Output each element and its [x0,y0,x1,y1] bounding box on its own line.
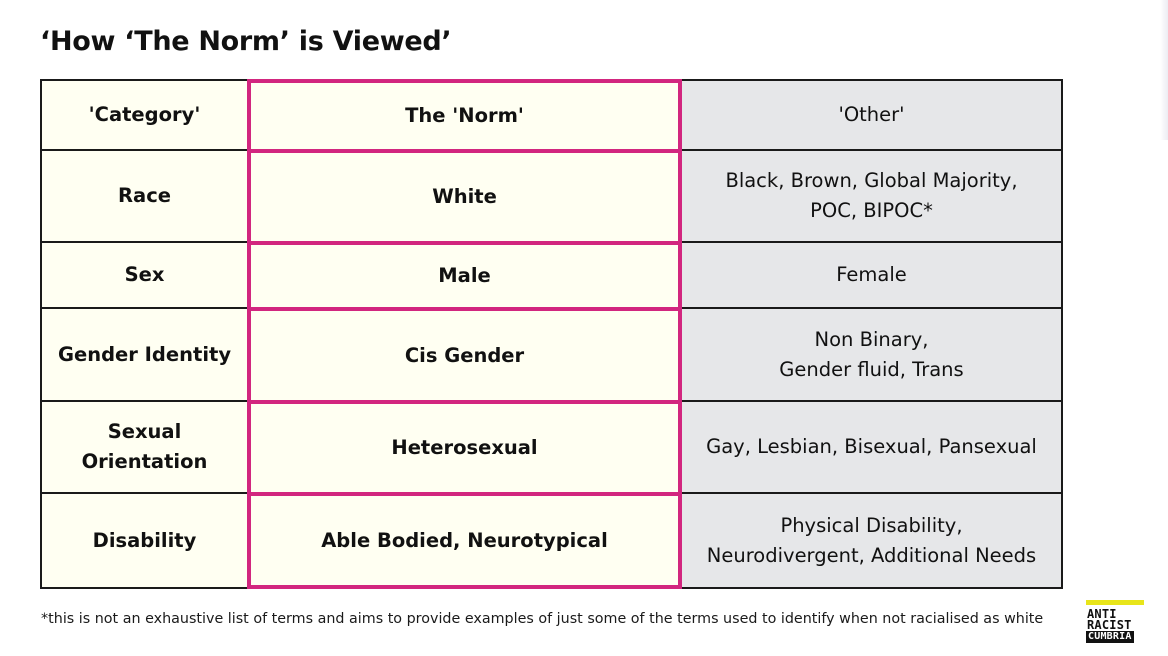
header-norm-label: The 'Norm' [405,104,524,127]
other-cell-sexual-orientation: Gay, Lesbian, Bisexual, Pansexual [680,400,1063,494]
category-cell-sex: Sex [40,241,249,309]
norm-label: Heterosexual [391,436,538,459]
category-cell-race: Race [40,149,249,243]
other-label-line: Black, Brown, Global Majority, [725,169,1018,192]
header-category-label: 'Category' [88,103,201,126]
logo-line: CUMBRIA [1086,631,1134,643]
other-cell-sex: Female [680,241,1063,309]
footnote: *this is not an exhaustive list of terms… [41,611,1044,627]
norm-cell-gender-identity: Cis Gender [247,307,682,404]
category-label-line: Orientation [81,450,208,473]
category-cell-sexual-orientation: Sexual Orientation [40,400,249,494]
header-category: 'Category' [40,79,249,151]
other-label-line: Non Binary, [814,327,929,351]
category-cell-disability: Disability [40,492,249,589]
anti-racist-cumbria-logo: ANTI RACIST CUMBRIA [1086,600,1144,646]
other-cell-disability: Physical Disability, Neurodivergent, Add… [680,492,1063,589]
other-label-line: Gay, Lesbian, Bisexual, Pansexual [706,435,1037,458]
page-title: ‘How ‘The Norm’ is Viewed’ [40,26,452,57]
logo-line: RACIST [1087,618,1132,632]
norm-cell-disability: Able Bodied, Neurotypical [247,492,682,589]
category-label: Race [118,184,171,207]
norm-cell-race: White [247,149,682,245]
edge-shadow [1160,0,1168,140]
norm-cell-sex: Male [247,241,682,311]
other-label-line: Physical Disability, [780,513,963,537]
other-label-line: Neurodivergent, Additional Needs [706,543,1037,567]
other-cell-race: Black, Brown, Global Majority, POC, BIPO… [680,149,1063,243]
norm-table: 'Category' 'Other' Race Black, Brown, Gl… [40,79,1063,589]
logo-line: ANTI [1087,607,1117,621]
category-label: Disability [92,528,197,552]
other-label-line: Female [836,263,907,286]
other-label-line: POC, BIPOC* [810,199,933,222]
norm-label: White [432,185,497,208]
norm-label: Cis Gender [404,343,525,367]
other-label-line: Gender fluid, Trans [779,357,964,381]
norm-cell-sexual-orientation: Heterosexual [247,400,682,496]
category-label: Gender Identity [57,342,232,366]
header-norm: The 'Norm' [247,79,682,153]
category-label: Sex [124,263,165,286]
header-other: 'Other' [680,79,1063,151]
norm-label: Male [438,264,491,287]
other-cell-gender-identity: Non Binary, Gender fluid, Trans [680,307,1063,402]
category-cell-gender-identity: Gender Identity [40,307,249,402]
logo-accent-bar [1086,600,1144,605]
norm-label: Able Bodied, Neurotypical [321,528,608,552]
header-other-label: 'Other' [838,103,905,126]
category-label-line: Sexual [107,420,182,443]
